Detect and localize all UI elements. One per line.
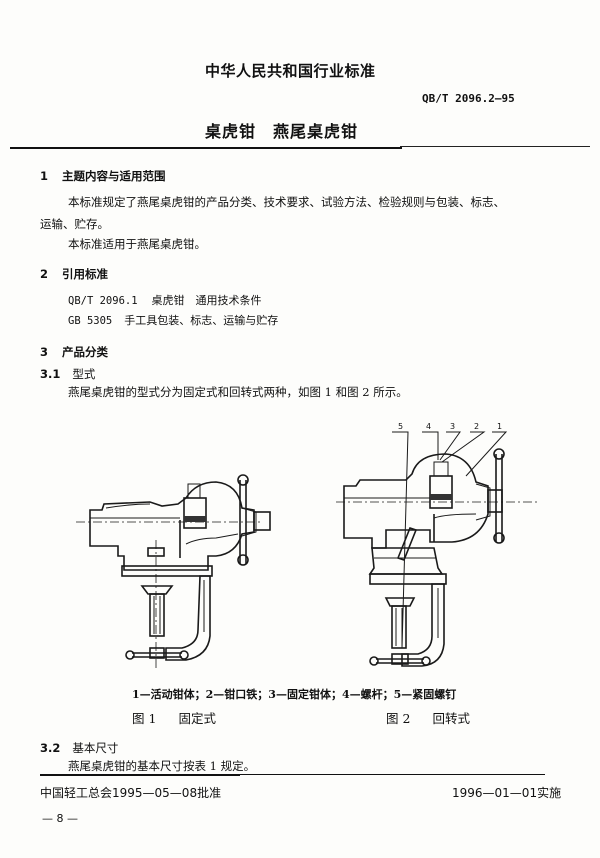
section-number: 3: [40, 345, 49, 359]
reference-title: 桌虎钳 通用技术条件: [151, 294, 262, 307]
section-title: 产品分类: [62, 345, 109, 359]
section-1-paragraph-line-1: 本标准规定了燕尾桌虎钳的产品分类、技术要求、试验方法、检验规则与包装、标志、: [68, 195, 505, 209]
section-title: 引用标准: [62, 267, 109, 281]
page-number: — 8 —: [42, 812, 78, 825]
callout-2: 2: [474, 422, 479, 431]
standard-code: QB/T 2096.2—95: [422, 92, 515, 105]
section-1-paragraph-line-2: 运输、贮存。: [40, 217, 109, 231]
subsection-number: 3.1: [40, 367, 61, 381]
reference-title: 手工具包装、标志、运输与贮存: [124, 314, 279, 327]
subsection-3-1-text: 燕尾桌虎钳的型式分为固定式和回转式两种，如图 1 和图 2 所示。: [68, 385, 408, 399]
section-number: 2: [40, 267, 49, 281]
subsection-title: 基本尺寸: [72, 741, 119, 755]
subsection-3-2-heading: 3.2 基本尺寸: [40, 740, 118, 756]
callout-3: 3: [450, 422, 455, 431]
callout-5: 5: [398, 422, 403, 431]
subsection-3-1-heading: 3.1 型式: [40, 366, 95, 382]
section-1-heading: 1 主题内容与适用范围: [40, 168, 166, 184]
header-rule: [10, 147, 402, 149]
figure-1-number: 图 1: [132, 711, 157, 726]
figure-1-title: 固定式: [178, 711, 216, 726]
reference-item: GB 5305 手工具包装、标志、运输与贮存: [68, 312, 278, 328]
figure-2-title: 回转式: [432, 711, 470, 726]
subsection-title: 型式: [72, 367, 96, 381]
figure-2-caption: 图 2 回转式: [386, 708, 470, 727]
figure-2-swivel-vise-drawing: 5 4 3 2 1: [336, 422, 540, 667]
section-2-heading: 2 引用标准: [40, 266, 108, 282]
reference-code: GB 5305: [68, 315, 113, 327]
callout-1: 1: [497, 422, 502, 431]
subsection-3-2-text: 燕尾桌虎钳的基本尺寸按表 1 规定。: [68, 759, 256, 773]
header-rule-extension: [400, 146, 590, 147]
section-title: 主题内容与适用范围: [62, 169, 166, 183]
footer-rule: [40, 774, 545, 775]
callout-4: 4: [426, 422, 431, 431]
effective-date: 1996—01—01实施: [452, 786, 562, 800]
document-title: 桌虎钳 燕尾桌虎钳: [205, 122, 359, 141]
figure-1-fixed-vise-drawing: [76, 474, 271, 670]
subsection-number: 3.2: [40, 741, 61, 755]
approval-date: 中国轻工总会1995—05—08批准: [40, 786, 222, 800]
section-3-heading: 3 产品分类: [40, 344, 108, 360]
reference-code: QB/T 2096.1: [68, 295, 138, 307]
figure-1-caption: 图 1 固定式: [132, 708, 216, 727]
figure-parts-legend: 1—活动钳体；2—钳口铁；3—固定钳体；4—螺杆；5—紧固螺钉: [132, 688, 457, 701]
figure-2-number: 图 2: [386, 711, 411, 726]
footer-rule-thick: [40, 775, 240, 776]
section-number: 1: [40, 169, 49, 183]
reference-item: QB/T 2096.1 桌虎钳 通用技术条件: [68, 292, 262, 308]
section-1-paragraph-2: 本标准适用于燕尾桌虎钳。: [68, 237, 206, 251]
issuing-organization: 中华人民共和国行业标准: [205, 62, 376, 80]
